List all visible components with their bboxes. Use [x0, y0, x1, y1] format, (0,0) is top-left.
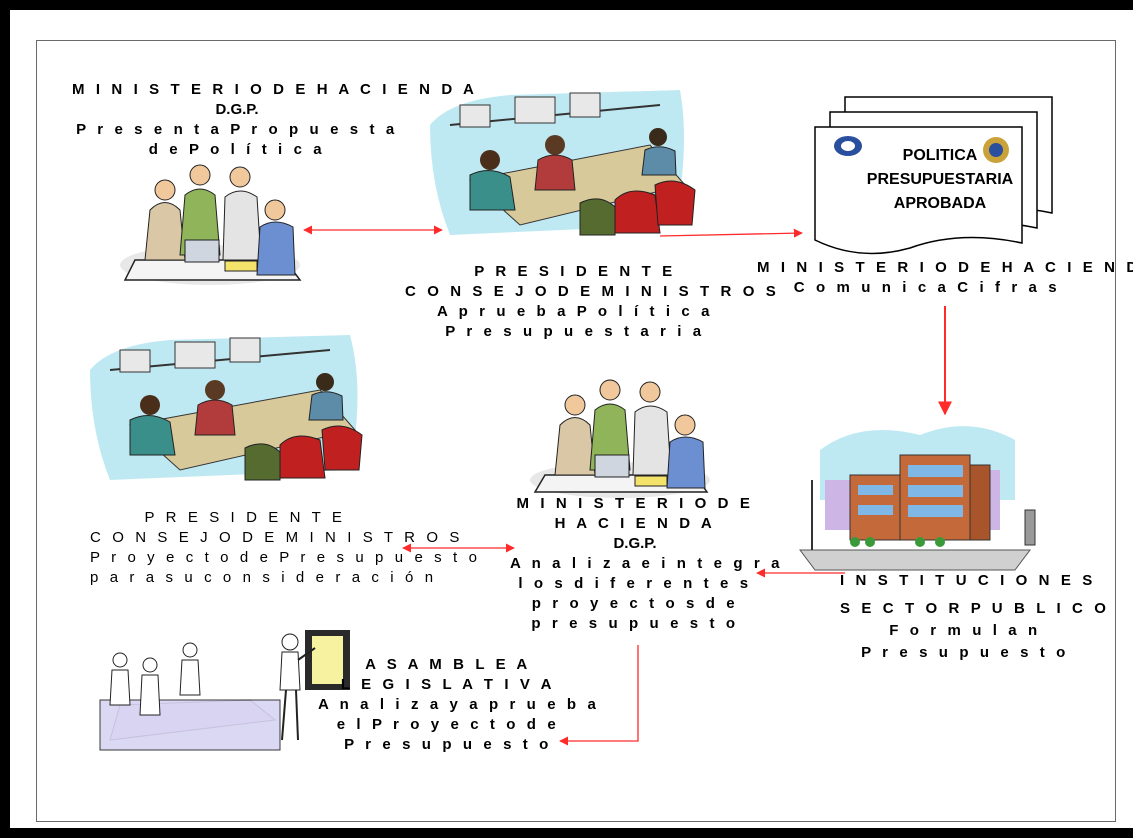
node-line: I N S T I T U C I O N E S [840, 572, 1096, 589]
node-presidente-aprueba: P R E S I D E N T E C O N S E J O D E M … [405, 262, 780, 342]
node-line: P r e s u p u e s t a r i a [445, 323, 705, 340]
node-line: P r e s u p u e s t o [344, 736, 552, 753]
node-presidente-proyecto: P R E S I D E N T E C O N S E J O D E M … [90, 508, 481, 588]
boardroom-icon [430, 90, 696, 236]
node-line: p r o y e c t o s d e [531, 595, 739, 612]
node-line: S E C T O R P U B L I C O [840, 600, 1110, 617]
node-line: APROBADA [893, 195, 987, 212]
node-line: P r e s u p u e s t o [861, 644, 1069, 661]
node-line: A p r u e b a P o l í t i c a [436, 303, 714, 320]
node-line: p a r a s u c o n s i d e r a c i ó n [90, 569, 437, 586]
node-line: p r e s u p u e s t o [531, 615, 739, 632]
node-mh-propuesta: M I N I S T E R I O D E H A C I E N D A … [72, 80, 478, 160]
arrow-presidente-politica [659, 228, 803, 238]
boardroom-icon [90, 335, 363, 481]
node-line: e l P r o y e c t o d e [336, 716, 560, 733]
node-line: PRESUPUESTARIA [866, 171, 1014, 188]
node-line: C o m u n i c a C i f r a s [793, 279, 1061, 296]
arrow-mh-asamblea [559, 645, 639, 746]
node-line: M I N I S T E R I O D E H A C I E N D A [757, 259, 1133, 276]
node-line: P R E S I D E N T E [144, 509, 346, 526]
node-line: L E G I S L A T I V A [340, 676, 556, 693]
diagram-border [36, 40, 1116, 822]
node-asamblea: A S A M B L E A L E G I S L A T I V A A … [318, 655, 600, 755]
building-icon [799, 426, 1036, 571]
team-meeting-icon [120, 164, 302, 285]
node-line: M I N I S T E R I O D E H A C I E N D A [72, 81, 478, 98]
node-line: d e P o l í t i c a [148, 141, 326, 158]
node-line: P r o y e c t o d e P r e s u p u e s t … [90, 549, 481, 566]
presentation-icon [99, 630, 350, 751]
node-instituciones: I N S T I T U C I O N E S S E C T O R P … [840, 570, 1110, 664]
node-line: C O N S E J O D E M I N I S T R O S [90, 529, 463, 546]
node-line: M I N I S T E R I O D E [516, 495, 754, 512]
node-line: D.G.P. [613, 535, 657, 552]
node-line: C O N S E J O D E M I N I S T R O S [405, 283, 780, 300]
team-meeting-icon [530, 379, 710, 498]
document-stack-icon [814, 96, 1053, 255]
node-line: l o s d i f e r e n t e s [518, 575, 752, 592]
node-line: P R E S I D E N T E [474, 263, 676, 280]
node-politica-doc: POLITICA PRESUPUESTARIA APROBADA [855, 144, 1025, 216]
node-line: POLITICA [902, 147, 978, 164]
node-line: D.G.P. [215, 101, 259, 118]
node-line: P r e s e n t a P r o p u e s t a [76, 121, 398, 138]
node-mh-analiza: M I N I S T E R I O D E H A C I E N D A … [510, 494, 784, 634]
node-line: H A C I E N D A [554, 515, 716, 532]
node-line: A n a l i z a e i n t e g r a [510, 555, 784, 572]
node-line: F o r m u l a n [889, 622, 1041, 639]
node-mh-comunica: M I N I S T E R I O D E H A C I E N D A … [757, 258, 1133, 298]
flow-arrows [303, 225, 952, 746]
node-line: A n a l i z a y a p r u e b a [318, 696, 600, 713]
node-line: A S A M B L E A [365, 656, 531, 673]
